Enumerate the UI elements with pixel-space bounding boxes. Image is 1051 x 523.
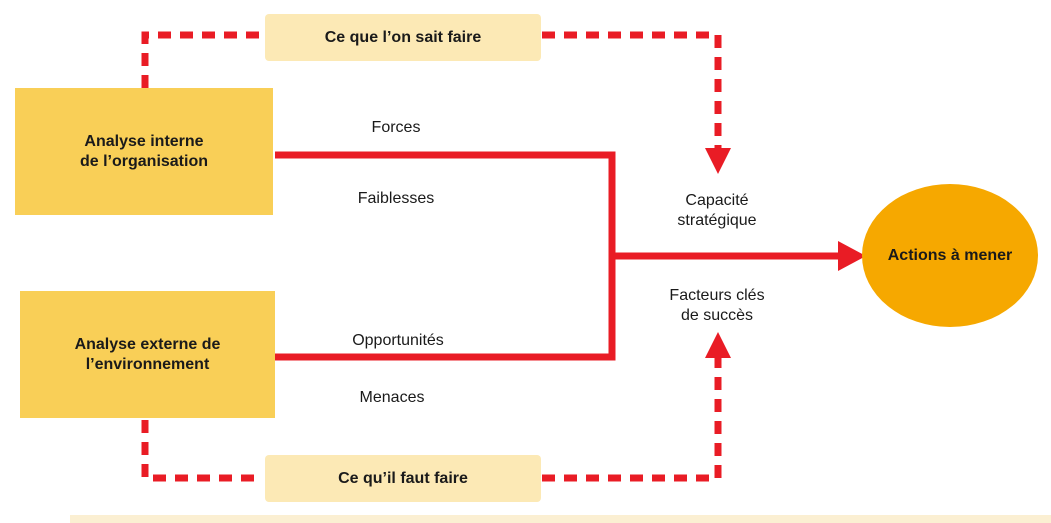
dashed-bottom-left [141, 420, 263, 482]
dashed-bottom-arrow-head [705, 332, 731, 358]
main-arrow-head [838, 241, 866, 271]
label-capacite-strategique: Capacité stratégique [677, 192, 757, 229]
label-facteurs-cles: Facteurs clés de succès [669, 287, 765, 324]
label-menaces: Menaces [359, 389, 425, 406]
dashed-bottom-right [542, 356, 722, 482]
banner-know-how: Ce que l’on sait faire [265, 14, 541, 61]
footer-strip [70, 515, 1051, 523]
label-opportunites: Opportunités [352, 332, 444, 349]
box-external-analysis: Analyse externe de l’environnement [20, 291, 275, 418]
dashed-top-left [141, 31, 263, 88]
box-internal-analysis: Analyse interne de l’organisation [15, 88, 273, 215]
ellipse-actions: Actions à mener [862, 184, 1038, 327]
banner-must-do: Ce qu’il faut faire [265, 455, 541, 502]
dashed-top-arrow-head [705, 148, 731, 174]
label-forces: Forces [371, 119, 421, 136]
dashed-top-right [542, 31, 722, 150]
bracket-line [275, 151, 616, 361]
label-faiblesses: Faiblesses [357, 190, 435, 207]
